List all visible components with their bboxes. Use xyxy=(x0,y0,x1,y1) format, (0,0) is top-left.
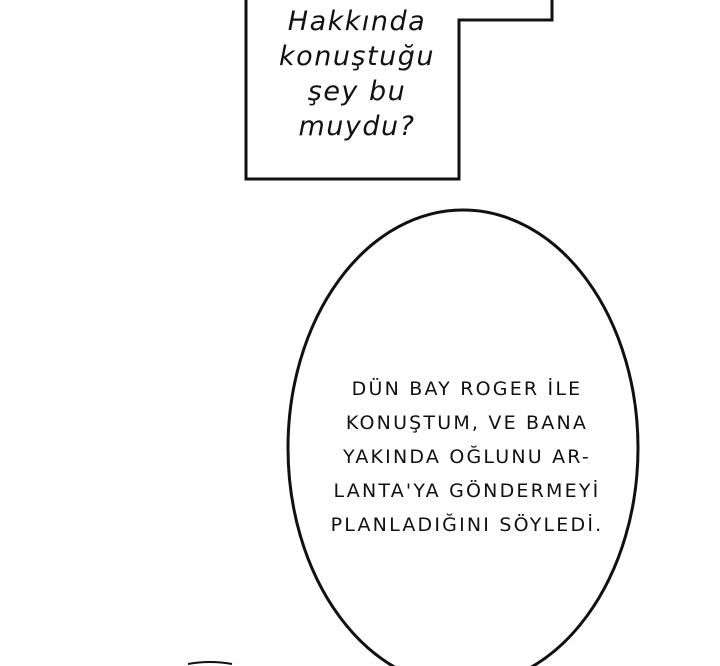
speech-line: DÜN BAY ROGER İLE xyxy=(351,378,583,400)
speech-line: LANTA'YA GÖNDERMEYİ xyxy=(333,480,601,502)
narration-line: konuştuğu xyxy=(279,41,435,72)
narration-line: şey bu xyxy=(307,76,407,107)
speech-line: YAKINDA OĞLUNU AR- xyxy=(342,446,591,468)
narration-text: Hakkında konuştuğu şey bu muydu? xyxy=(252,4,462,144)
speech-line: PLANLADIĞINI SÖYLEDİ. xyxy=(330,514,604,536)
narration-line: Hakkında xyxy=(287,6,427,37)
narration-line: muydu? xyxy=(298,111,416,142)
bubble-edge-mark xyxy=(187,661,233,665)
speech-line: KONUŞTUM, VE BANA xyxy=(345,412,589,434)
speech-text: DÜN BAY ROGER İLE KONUŞTUM, VE BANA YAKI… xyxy=(312,372,622,542)
